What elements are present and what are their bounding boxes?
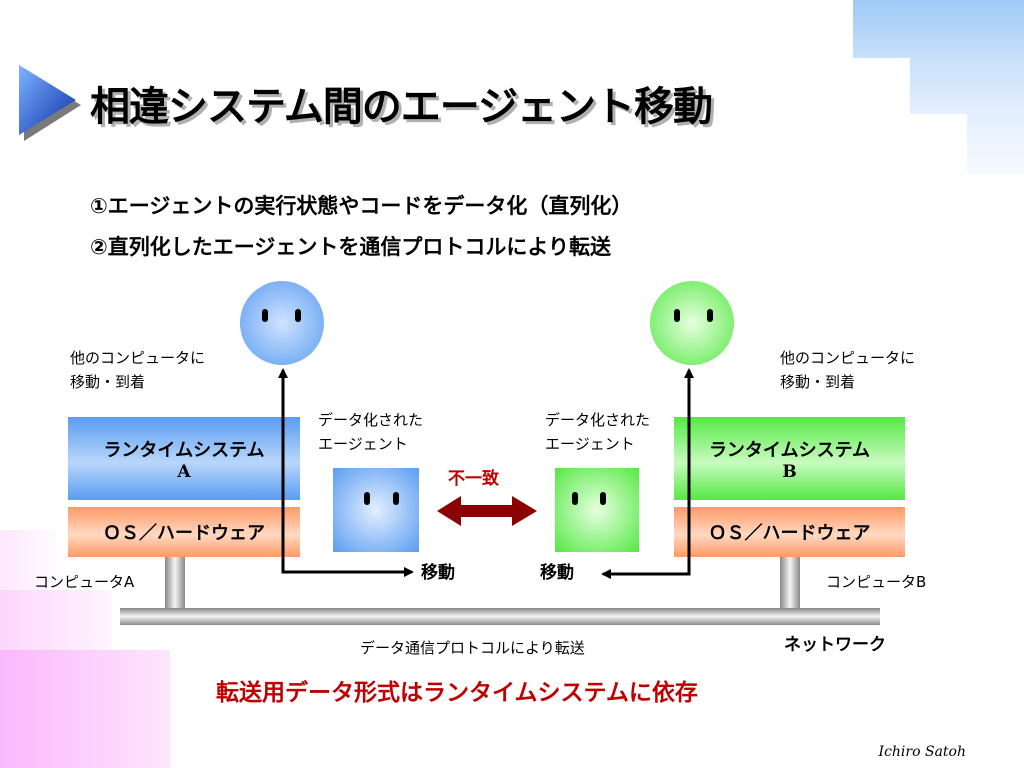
computer-a-label: コンピュータA [34,573,135,591]
serialized-agent-b-label: データ化された エージェント [545,411,651,453]
serialized-b-eye-left [572,492,578,505]
agent-b-eye-left [674,309,680,322]
agent-a-eye-right [295,309,301,322]
decor-bottom-left-2 [0,590,112,650]
title-bullet-icon [19,65,81,141]
serialized-b-eye-right [600,492,606,505]
slide-title: 相違システム間のエージェント移動 [90,84,713,130]
decor-bottom-left-1 [0,650,170,768]
agent-face-b [650,281,734,365]
serialized-a-eye-right [393,492,399,505]
serialized-a-eye-left [364,492,370,505]
serialized-agent-a-label: データ化された エージェント [318,411,424,453]
post-computer-b [780,557,800,614]
point-1: ①エージェントの実行状態やコードをデータ化（直列化） [90,194,633,218]
mismatch-double-arrow [437,496,537,526]
os-hardware-b: ＯＳ／ハードウェア [674,507,905,557]
left-migrate-note: 他のコンピュータに 移動・到着 [70,349,206,391]
agent-a-eye-left [262,309,268,322]
arrow-right-left [601,370,691,579]
serialized-agent-b [555,468,639,552]
mismatch-label: 不一致 [448,469,499,489]
right-migrate-note: 他のコンピュータに 移動・到着 [780,349,916,391]
move-label-b: 移動 [540,563,574,583]
network-label: ネットワーク [784,635,886,655]
transfer-label: データ通信プロトコルにより転送 [360,639,585,657]
serialized-agent-a [333,468,419,552]
computer-b-label: コンピュータB [826,573,927,591]
runtime-system-b: ランタイムシステム B [674,417,905,500]
decor-top-right-1 [853,0,1024,58]
runtime-system-a: ランタイムシステム A [68,417,300,500]
network-bar [120,608,880,625]
move-label-a: 移動 [421,563,455,583]
decor-top-right-3 [967,114,1024,174]
decor-top-right-2 [910,58,1024,114]
agent-face-a [240,281,324,365]
author-signature: Ichiro Satoh [878,744,966,760]
conclusion-text: 転送用データ形式はランタイムシステムに依存 [216,680,698,706]
decor-bottom-left-3 [0,530,56,590]
arrow-left-up [278,368,412,574]
point-2: ②直列化したエージェントを通信プロトコルにより転送 [90,235,611,259]
post-computer-a [165,557,185,614]
os-hardware-a: ＯＳ／ハードウェア [68,507,300,557]
agent-b-eye-right [707,309,713,322]
